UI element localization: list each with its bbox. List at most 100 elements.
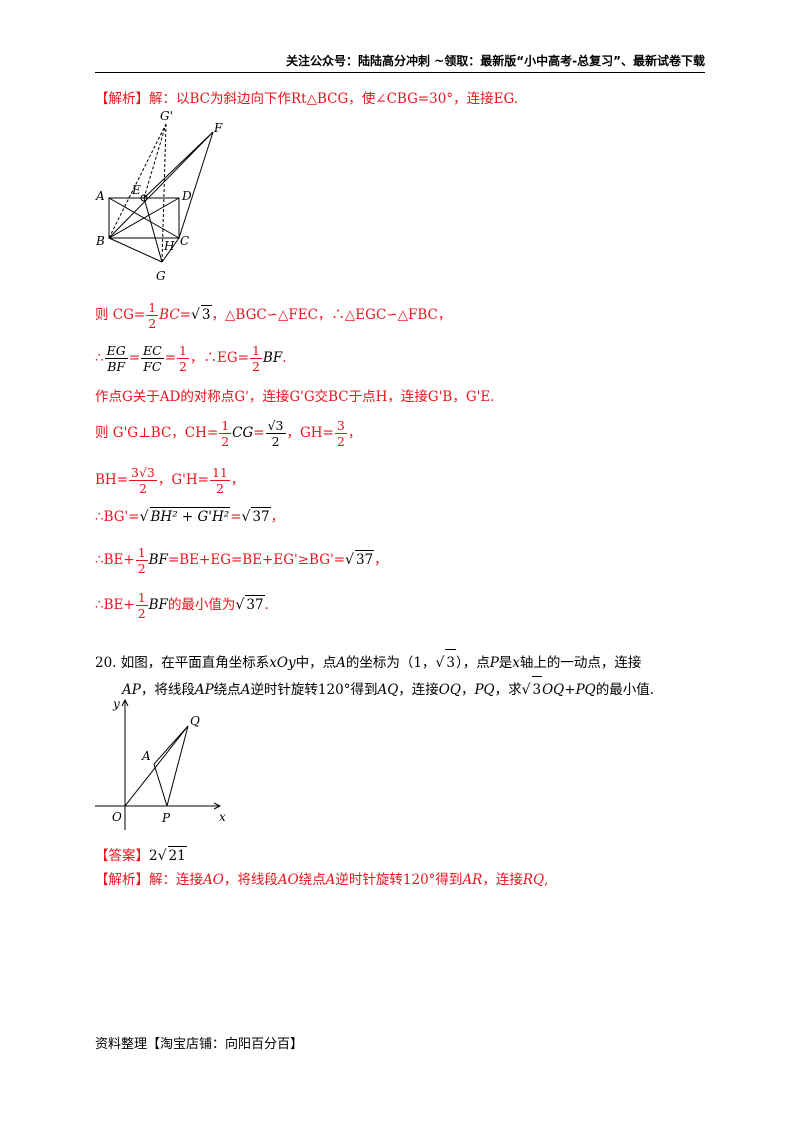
question-20-line-1: 20. 如图，在平面直角坐标系xOy中，点A的坐标为（1，√3），点P是x轴上的… <box>95 649 715 676</box>
denominator: 2 <box>148 316 157 331</box>
text: 是 <box>498 655 513 671</box>
text: ， <box>270 509 285 525</box>
text: = <box>179 307 191 323</box>
text: A <box>240 682 251 698</box>
radical-sign: √ <box>191 307 200 323</box>
text: BF <box>262 350 283 366</box>
x-axis-arrow <box>213 802 222 810</box>
denominator: 2 <box>138 481 147 496</box>
text: , <box>544 872 549 888</box>
numerator: 1 <box>177 343 189 359</box>
text: 解：连接 <box>149 872 203 888</box>
text: ，将线段 <box>140 682 195 698</box>
text: xOy <box>269 655 296 671</box>
text: 逆时针旋转120°得到 <box>335 872 463 888</box>
text: = <box>230 509 242 525</box>
denominator: 2 <box>336 434 345 449</box>
text: ，△BGC∽△FEC，∴△EGC∽△FBC， <box>211 307 452 323</box>
numerator: 11 <box>209 465 230 481</box>
radical-sign: √ <box>345 552 354 568</box>
text: BF <box>148 552 168 568</box>
text: A <box>325 872 336 888</box>
label-p: P <box>161 811 171 825</box>
text: = <box>253 425 265 441</box>
text: ∴BG'= <box>95 509 140 525</box>
text: ，求 <box>494 682 522 698</box>
text: OQ <box>438 682 461 698</box>
text: AP <box>194 682 214 698</box>
radical-sign: √ <box>139 509 149 525</box>
radicand: 37 <box>245 595 265 613</box>
geometry-figure-1: G' F A E D B H C G <box>95 110 223 283</box>
text: 的最小值. <box>595 682 655 698</box>
point-e <box>140 194 148 202</box>
text: ∴BE+ <box>95 552 135 568</box>
text: ∴ <box>95 350 104 366</box>
segment-ap <box>153 763 168 807</box>
radical-sign: √ <box>435 655 445 671</box>
numerator: 1 <box>219 418 232 434</box>
label-h: H <box>163 239 175 253</box>
solution-line-3: 作点G关于AD的对称点G'，连接G'G交BC于点H，连接G'B，G'E. <box>95 389 495 405</box>
text: ，连接 <box>398 682 439 698</box>
question-number: 20. <box>95 655 117 671</box>
segment-bg-prime <box>108 123 167 239</box>
segment-oq <box>124 725 189 807</box>
segment-fe <box>143 131 214 199</box>
numerator: 1 <box>249 343 262 359</box>
text: =BE+EG=BE+EG'≥BG'= <box>167 552 346 568</box>
text: 如图，在平面直角坐标系 <box>120 655 270 671</box>
solution-line-6: ∴BG'=√BH² + G'H²=√37， <box>95 507 284 526</box>
answer-coefficient: 2 <box>149 848 158 864</box>
numerator: EG <box>104 343 128 359</box>
text: 绕点 <box>298 872 326 888</box>
solution-intro: 【解析】解：以BC为斜边向下作Rt△BCG，使∠CBG=30°，连接EG. <box>95 90 518 108</box>
segment-bf <box>108 131 214 239</box>
coordinate-figure-2: y Q A O P x <box>95 697 226 830</box>
denominator: FC <box>143 359 162 374</box>
denominator: 2 <box>179 359 187 374</box>
analysis-tag: 【解析】 <box>95 91 149 107</box>
text: . <box>264 597 269 613</box>
denominator: 2 <box>251 359 260 374</box>
text: 则 G'G⊥BC，CH= <box>95 425 219 441</box>
text: 的坐标为（1， <box>345 655 436 671</box>
segment-aq <box>153 725 189 765</box>
label-x: x <box>219 810 226 824</box>
y-axis-arrow <box>121 698 129 707</box>
text: ，∴EG= <box>190 350 249 366</box>
segment-gg-prime <box>161 123 167 263</box>
text: ， <box>347 425 362 441</box>
segment-fc <box>178 131 214 239</box>
question-20: 20. 如图，在平面直角坐标系xOy中，点A的坐标为（1，√3），点P是x轴上的… <box>95 649 715 703</box>
label-q: Q <box>190 714 200 728</box>
segment-eg <box>143 197 163 263</box>
radical-sign: √ <box>241 509 251 525</box>
text: 中，点 <box>295 655 337 671</box>
text: P <box>489 655 499 671</box>
text: AR <box>462 872 483 888</box>
label-f: F <box>213 121 223 135</box>
denominator: 2 <box>215 481 224 496</box>
text: AO <box>277 872 299 888</box>
text: 逆时针旋转120°得到 <box>250 682 378 698</box>
text: ，GH= <box>286 425 334 441</box>
radicand: 37 <box>251 507 271 525</box>
label-c: C <box>180 234 189 248</box>
text: OQ <box>542 682 565 698</box>
